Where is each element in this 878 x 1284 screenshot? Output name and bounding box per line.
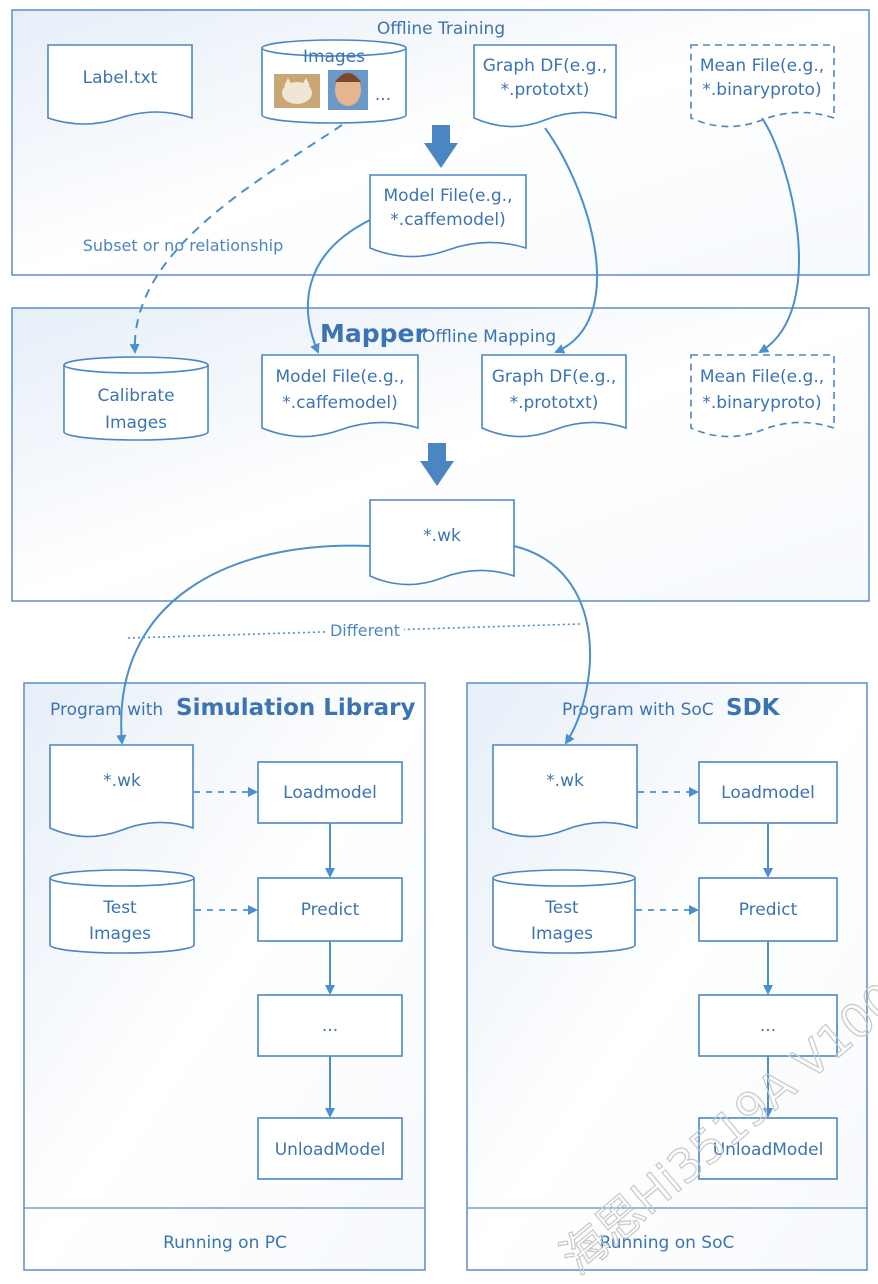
images-cylinder: Images ... [261, 39, 407, 124]
test-images-cylinder-soc: Test Images [492, 869, 636, 954]
wk-to-soc-connector [513, 545, 592, 745]
mapper-graph-line2: *.prototxt) [510, 393, 599, 413]
test-images-cylinder-simulation: Test Images [49, 869, 195, 954]
images-title: Images [303, 47, 365, 67]
wk-document-simulation: *.wk [49, 744, 194, 838]
label-file-text: Label.txt [83, 68, 158, 88]
simulation-unload-text: UnloadModel [275, 1140, 386, 1160]
mapper-mean-line1: Mean File(e.g., [700, 367, 824, 387]
simulation-test-line2: Images [89, 924, 151, 944]
graph-df-document-training: Graph DF(e.g., *.prototxt) [473, 44, 617, 128]
offline-training-title: Offline Training [377, 19, 505, 39]
mapper-wk-text: *.wk [423, 526, 461, 546]
ellipsis-box-simulation: ... [257, 994, 403, 1057]
soc-title-bold: SDK [726, 695, 781, 721]
connectors [116, 117, 801, 1118]
soc-ellipsis-text: ... [760, 1016, 776, 1036]
mapper-title: Offline Mapping [422, 327, 556, 347]
mean-file-line2: *.binaryproto) [702, 80, 821, 100]
model-file-line2: *.caffemodel) [390, 210, 505, 230]
predict-box-simulation: Predict [257, 877, 403, 942]
mapper-title-bold: Mapper [320, 319, 427, 348]
cat-photo-icon [274, 74, 320, 108]
simulation-wk-text: *.wk [103, 771, 141, 791]
block-arrow-down-icon [424, 125, 458, 168]
block-arrow-down-icon [420, 443, 454, 486]
model-file-document-mapper: Model File(e.g., *.caffemodel) [261, 354, 419, 438]
mean-file-document-mapper: Mean File(e.g., *.binaryproto) [690, 354, 835, 438]
soc-loadmodel-text: Loadmodel [721, 783, 815, 803]
mapper-mean-line2: *.binaryproto) [702, 393, 821, 413]
simulation-title-bold: Simulation Library [176, 695, 415, 721]
model-file-line1: Model File(e.g., [384, 186, 513, 206]
relationship-note: Subset or no relationship [83, 236, 284, 255]
loadmodel-box-simulation: Loadmodel [257, 761, 403, 824]
mean-file-line1: Mean File(e.g., [700, 56, 824, 76]
graph-df-document-mapper: Graph DF(e.g., *.prototxt) [481, 354, 627, 438]
calibrate-line2: Images [105, 413, 167, 433]
soc-title-prefix: Program with SoC [562, 700, 714, 720]
unload-box-simulation: UnloadModel [257, 1117, 403, 1180]
graph-df-line2: *.prototxt) [501, 80, 590, 100]
model-to-mapper-model-connector [306, 219, 371, 354]
calibrate-images-cylinder: Calibrate Images [63, 356, 209, 441]
person-photo-icon [328, 70, 368, 110]
loadmodel-box-soc: Loadmodel [698, 761, 838, 824]
graph-df-line1: Graph DF(e.g., [483, 56, 608, 76]
simulation-loadmodel-text: Loadmodel [283, 783, 377, 803]
soc-test-line1: Test [544, 898, 579, 918]
simulation-ellipsis-text: ... [322, 1016, 338, 1036]
mapper-model-line2: *.caffemodel) [282, 393, 397, 413]
mean-to-mapper-mean-connector [758, 117, 801, 354]
ellipsis-box-soc: ... [698, 994, 838, 1057]
unload-box-soc: UnloadModel [698, 1117, 838, 1180]
simulation-title-prefix: Program with [50, 700, 163, 720]
mapper-model-line1: Model File(e.g., [276, 367, 405, 387]
images-to-calibrate-connector [129, 124, 343, 354]
calibrate-line1: Calibrate [97, 386, 174, 406]
mean-file-document-training: Mean File(e.g., *.binaryproto) [690, 44, 835, 128]
simulation-test-line1: Test [102, 898, 137, 918]
label-file-document: Label.txt [47, 44, 193, 125]
different-label: Different [326, 620, 404, 640]
simulation-footer: Running on PC [163, 1233, 287, 1253]
different-label-text: Different [330, 621, 400, 640]
predict-box-soc: Predict [698, 877, 838, 942]
model-file-document-training: Model File(e.g., *.caffemodel) [369, 174, 527, 258]
soc-wk-text: *.wk [546, 771, 584, 791]
graph-to-mapper-graph-connector [544, 127, 599, 354]
wk-to-simulation-connector [116, 544, 371, 745]
wk-document-mapper: *.wk [369, 499, 515, 586]
soc-test-line2: Images [531, 924, 593, 944]
simulation-predict-text: Predict [301, 900, 360, 920]
soc-predict-text: Predict [739, 900, 798, 920]
images-more-text: ... [375, 85, 391, 105]
soc-unload-text: UnloadModel [713, 1140, 824, 1160]
soc-footer: Running on SoC [600, 1233, 735, 1253]
wk-document-soc: *.wk [492, 744, 638, 838]
mapper-graph-line1: Graph DF(e.g., [492, 367, 617, 387]
